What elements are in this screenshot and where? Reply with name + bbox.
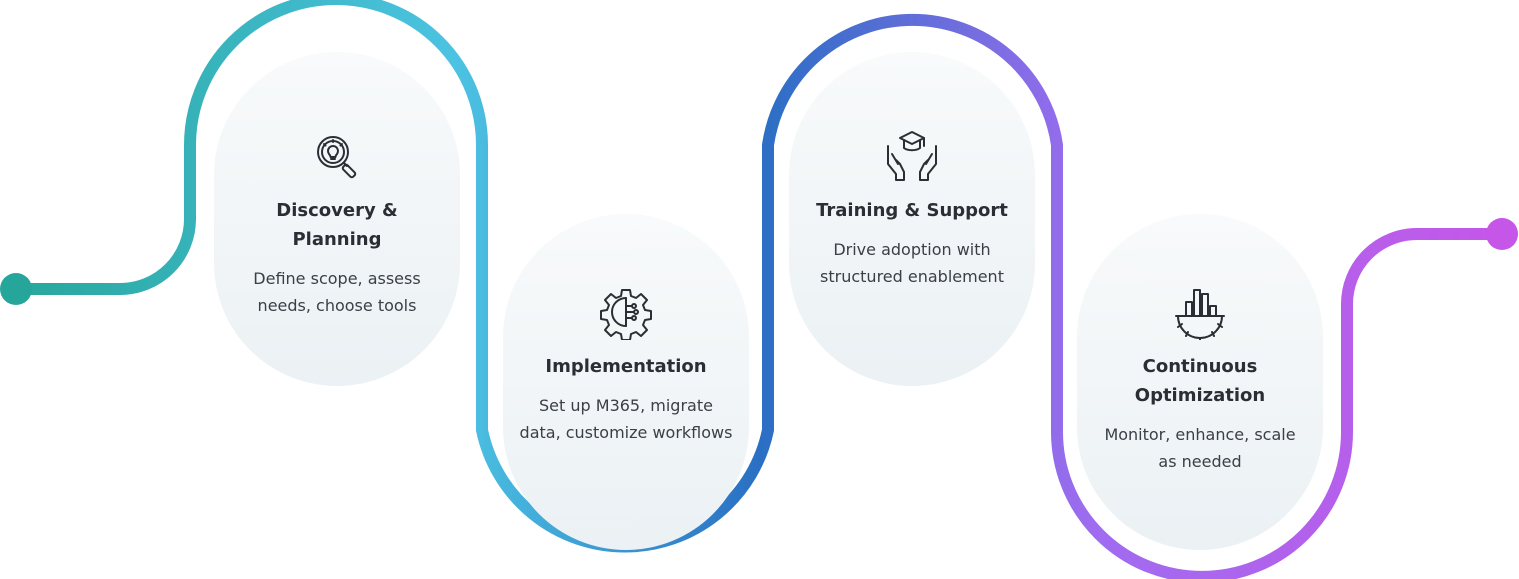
bulb-magnifier-icon <box>309 128 365 184</box>
step-title: Continuous Optimization <box>1134 356 1266 406</box>
gear-circuit-icon <box>598 284 654 340</box>
hands-graduation-cap-icon <box>884 128 940 184</box>
flow-end-dot <box>1486 218 1518 250</box>
step-title: Implementation <box>545 356 707 377</box>
gear-bar-chart-icon <box>1172 284 1228 340</box>
step-title: Training & Support <box>816 200 1008 221</box>
step-card-optimization: Continuous Optimization Monitor, enhance… <box>1077 214 1323 550</box>
flow-path <box>10 0 1508 579</box>
step-title: Discovery & Planning <box>276 200 398 250</box>
step-card-training: Training & Support Drive adoption with s… <box>789 52 1035 386</box>
step-card-discovery: Discovery & Planning Define scope, asses… <box>214 52 460 386</box>
step-description: Drive adoption with structured enablemen… <box>820 240 1004 286</box>
step-description: Monitor, enhance, scale as needed <box>1104 425 1296 471</box>
step-description: Set up M365, migrate data, customize wor… <box>519 396 733 442</box>
flow-start-dot <box>0 273 32 305</box>
step-description: Define scope, assess needs, choose tools <box>253 269 421 315</box>
step-card-implementation: Implementation Set up M365, migrate data… <box>503 214 749 550</box>
